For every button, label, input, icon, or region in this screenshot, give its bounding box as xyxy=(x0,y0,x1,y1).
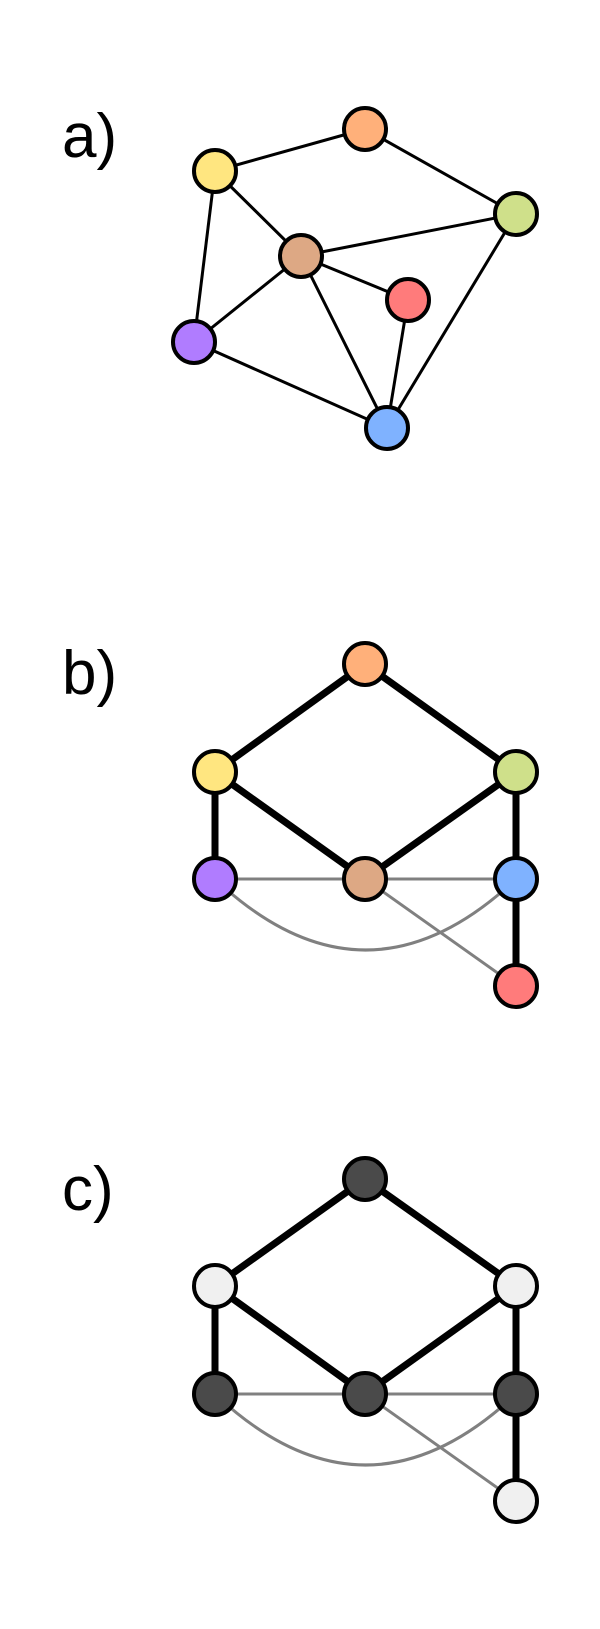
edge-c-upper-left-mid-center xyxy=(212,1283,368,1397)
edge-c-top-upper-right xyxy=(362,1176,519,1289)
node-a-red xyxy=(385,277,431,323)
edge-c-upper-right-mid-center xyxy=(362,1283,519,1397)
panel-label-c: c) xyxy=(62,1155,114,1224)
edge-c-mid-left-mid-right xyxy=(213,1392,518,1467)
node-b-red xyxy=(493,963,539,1009)
node-b-yellow xyxy=(192,749,238,795)
node-c-upper-left xyxy=(192,1263,238,1309)
graph-panel-a xyxy=(171,106,539,451)
node-a-blue xyxy=(364,405,410,451)
node-b-purple xyxy=(192,856,238,902)
edge-a-orange-green xyxy=(364,127,517,216)
node-c-top xyxy=(342,1156,388,1202)
panel-label-a: a) xyxy=(62,102,117,171)
node-a-yellow xyxy=(192,148,238,194)
edge-a-green-blue xyxy=(385,213,518,429)
node-a-orange xyxy=(342,106,388,152)
edge-b-green-brown xyxy=(362,769,519,882)
edge-c-top-upper-left xyxy=(212,1176,368,1289)
node-a-brown xyxy=(278,233,324,279)
node-c-upper-right xyxy=(493,1263,539,1309)
edge-a-purple-blue xyxy=(193,340,388,430)
node-a-green xyxy=(493,191,539,237)
edge-b-yellow-brown xyxy=(212,769,368,882)
edge-a-brown-blue xyxy=(299,255,389,429)
node-b-brown xyxy=(342,856,388,902)
node-c-mid-right xyxy=(493,1371,539,1417)
graph-panel-c xyxy=(192,1156,539,1524)
edge-a-yellow-orange xyxy=(214,127,366,173)
node-c-bottom-right xyxy=(493,1478,539,1524)
node-c-mid-left xyxy=(192,1371,238,1417)
graph-panel-b xyxy=(192,641,539,1009)
node-b-green xyxy=(493,749,539,795)
panel-label-b: b) xyxy=(62,639,117,708)
edge-b-purple-blue xyxy=(213,877,518,952)
node-b-orange xyxy=(342,641,388,687)
node-b-blue xyxy=(493,856,539,902)
edge-b-orange-green xyxy=(362,661,519,775)
edge-b-orange-yellow xyxy=(212,661,368,775)
node-a-purple xyxy=(171,319,217,365)
edge-a-yellow-purple xyxy=(192,170,217,343)
edge-a-brown-green xyxy=(300,212,517,258)
node-c-mid-center xyxy=(342,1371,388,1417)
